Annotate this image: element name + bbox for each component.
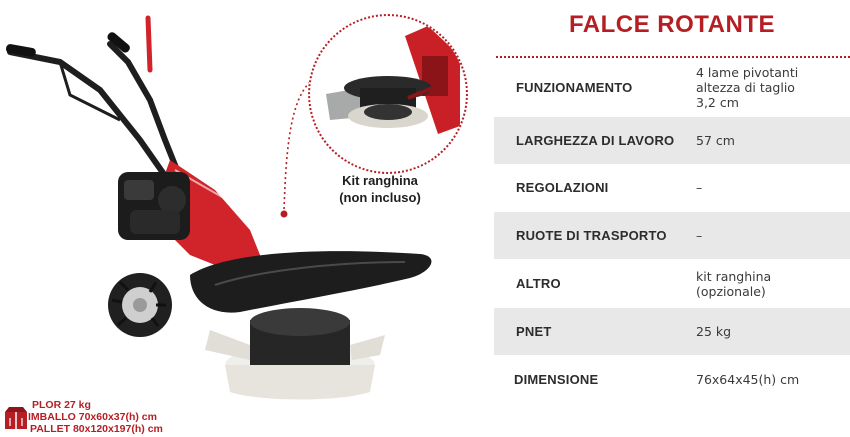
inset-connector — [280, 81, 311, 218]
spec-label: FUNZIONAMENTO — [516, 80, 633, 95]
spec-label: PNET — [516, 324, 552, 339]
rake-kit-illustration — [326, 26, 460, 134]
spec-row-ruote: RUOTE DI TRASPORTO – — [494, 212, 850, 259]
spec-value-line: kit ranghina — [696, 268, 772, 284]
spec-value: 4 lame pivotanti altezza di taglio 3,2 c… — [696, 65, 850, 110]
spec-value-line: altezza di taglio — [696, 80, 795, 95]
inset-caption-line-2: (non incluso) — [339, 190, 421, 205]
product-image — [5, 15, 432, 400]
product-title: FALCE ROTANTE — [568, 11, 776, 38]
spec-label: REGOLAZIONI — [516, 180, 609, 195]
title-divider — [496, 56, 850, 58]
spec-value-line: (opzionale) — [696, 283, 766, 299]
spec-label: DIMENSIONE — [514, 372, 599, 387]
spec-label: ALTRO — [516, 276, 561, 291]
spec-value: – — [696, 228, 703, 243]
inset-caption-line-1: Kit ranghina — [342, 173, 418, 188]
spec-row-regolazioni: REGOLAZIONI – — [494, 164, 850, 211]
rake-kit-inset — [308, 14, 468, 174]
spec-label: RUOTE DI TRASPORTO — [516, 228, 667, 243]
spec-value-line: 4 lame pivotanti — [696, 65, 799, 80]
spec-value: 25 kg — [696, 324, 732, 339]
spec-value-line: 3,2 cm — [696, 95, 739, 110]
spec-value: – — [696, 180, 703, 195]
inset-caption: Kit ranghina (non incluso) — [300, 172, 460, 206]
spec-value: 57 cm — [696, 133, 735, 148]
spec-value: 76x64x45(h) cm — [696, 372, 800, 387]
spec-row-larghezza: LARGHEZZA DI LAVORO 57 cm — [494, 117, 850, 164]
shipping-imballo: IMBALLO 70x60x37(h) cm — [28, 411, 157, 423]
spec-label: LARGHEZZA DI LAVORO — [516, 133, 675, 148]
shipping-plor: PLOR 27 kg — [32, 399, 91, 411]
shipping-pallet: PALLET 80x120x197(h) cm — [30, 423, 163, 435]
spec-row-dimensione: DIMENSIONE 76x64x45(h) cm — [494, 356, 850, 403]
spec-row-pnet: PNET 25 kg — [494, 308, 850, 355]
package-box-icon — [5, 407, 27, 429]
spec-row-funzionamento: FUNZIONAMENTO 4 lame pivotanti altezza d… — [494, 64, 850, 111]
spec-value: kit ranghina (opzionale) — [696, 269, 850, 299]
shipping-info: PLOR 27 kg IMBALLO 70x60x37(h) cm PALLET… — [4, 398, 194, 435]
spec-row-altro: ALTRO kit ranghina (opzionale) — [494, 260, 850, 307]
rotary-mower-illustration — [5, 15, 432, 400]
